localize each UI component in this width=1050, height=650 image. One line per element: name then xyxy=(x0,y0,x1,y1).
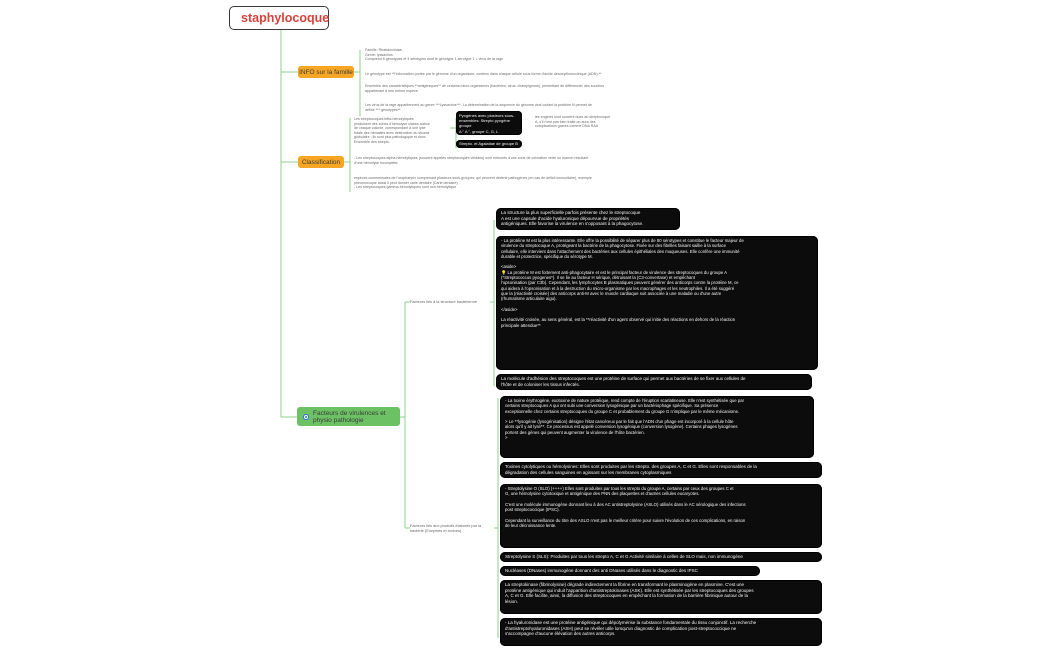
topic-info-famille[interactable]: INFO sur la famille xyxy=(298,66,354,78)
connector-class-notes xyxy=(344,118,351,192)
connector-products xyxy=(494,398,499,638)
subtopic-produits[interactable]: Facteurs liés aux produits élaborés par … xyxy=(410,523,482,533)
note-proteine-m[interactable]: - La protéine M est la plus intéressante… xyxy=(496,236,818,370)
selected-radio-icon xyxy=(303,413,309,420)
note-capsule[interactable]: La structure la plus superficielle parfo… xyxy=(496,208,680,230)
note-hemolysines[interactable]: Toxines cytolytiques ou hémolysines: Ell… xyxy=(500,462,822,478)
note-hyaluronidase[interactable]: - La hyaluronidase est une protéine anti… xyxy=(500,618,822,646)
connector-root-trunk xyxy=(280,30,297,418)
class-note-beta: Les streptocoques bêta-hémolytiques prod… xyxy=(354,117,430,144)
class-note-gamma: espèces commensales de l'oropharynx comp… xyxy=(354,176,592,190)
note-streptolysine-s[interactable]: Streptolysine S (SLS): Produites par tou… xyxy=(500,552,822,562)
note-adhesion[interactable]: La molécule d'adhésion des streptocoques… xyxy=(496,374,812,390)
class-box-pyogenes[interactable]: Pyogènes avec plusieurs sous- ensembles:… xyxy=(456,111,522,135)
info-note-serotype: Ensemble des caractéristiques **antigéni… xyxy=(365,84,605,93)
connector-factors xyxy=(400,301,410,529)
note-nucleases[interactable]: Nucléases (DNases) immunogène donnant de… xyxy=(500,566,760,576)
topic-facteurs-virulence[interactable]: Facteurs de virulences et physio patholo… xyxy=(297,407,400,426)
info-note-lyssavirus: Les virus de la rage appartiennent au ge… xyxy=(365,103,592,112)
info-note-famille: Famille: Rhabdoviridae, Genre: lyssaviru… xyxy=(365,48,504,62)
connector-structure xyxy=(490,220,495,386)
class-note-alpha: - Les streptocoques alpha-hémolytiques (… xyxy=(354,156,589,165)
class-box-agalactiae[interactable]: Strepto. et Agalatiae de groupe B xyxy=(456,140,522,148)
root-topic[interactable]: staphylocoque xyxy=(229,6,329,30)
note-streptolysine-o[interactable]: - Streptolysine O (SLO) (++++) Elles son… xyxy=(500,484,822,548)
topic-facteurs-label: Facteurs de virulences et physio patholo… xyxy=(313,409,386,424)
info-note-genotype: Le génotype est **l'information portée p… xyxy=(365,72,602,76)
connector-info-notes xyxy=(354,50,361,116)
class-note-angines: les enginés sont souvent dues au strepto… xyxy=(535,115,611,129)
note-toxine-erythrogene[interactable]: - La toxine érythrogène, exotoxine de na… xyxy=(500,396,814,458)
subtopic-structure[interactable]: Facteurs liés à la structure bactérienne xyxy=(410,299,478,304)
topic-classification[interactable]: Classification xyxy=(298,156,344,168)
note-streptokinase[interactable]: La streptokinase (fibrinolysine) dégrade… xyxy=(500,580,822,614)
